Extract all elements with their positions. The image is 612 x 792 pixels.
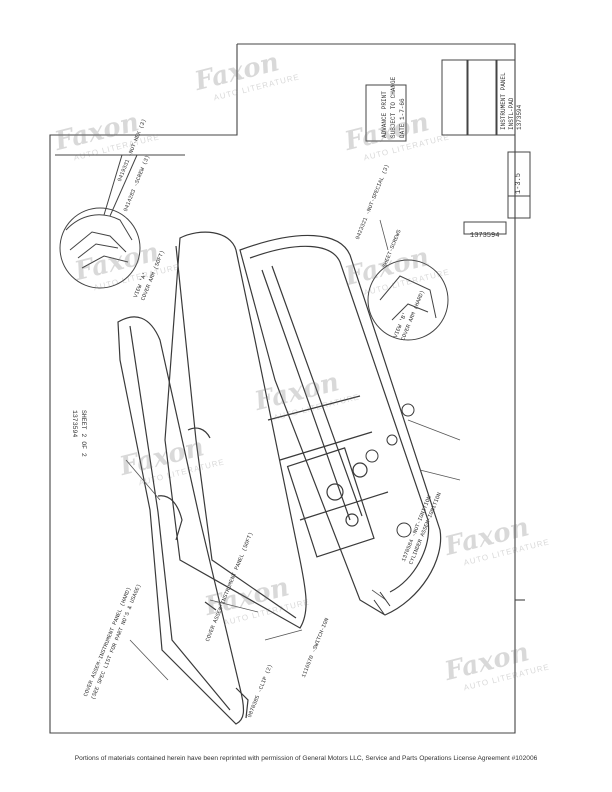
ignition-parts — [365, 403, 415, 615]
drawing-border — [49, 43, 525, 734]
instrument-panel-body — [239, 234, 442, 616]
revision-label: 1-3.5 — [515, 172, 523, 194]
title-block — [365, 59, 531, 235]
sheet-number-label: SHEET 2 OF 2 1373594 — [71, 410, 87, 457]
license-footer: Portions of materials contained herein h… — [74, 755, 538, 762]
advance-print-stamp: ADVANCE PRINT SUBJECT TO CHANGE DATE 1-7… — [381, 76, 406, 138]
cover-soft-outline — [164, 231, 307, 629]
view-b-inset — [367, 259, 449, 341]
view-a-inset — [55, 154, 185, 289]
title-block-text: INSTRUMENT PANEL INSTL-PAD 1373594 — [500, 72, 523, 130]
leader-lines — [125, 219, 461, 681]
part-number-tag: 1373594 — [470, 232, 500, 240]
cover-hard-outline — [117, 316, 249, 725]
